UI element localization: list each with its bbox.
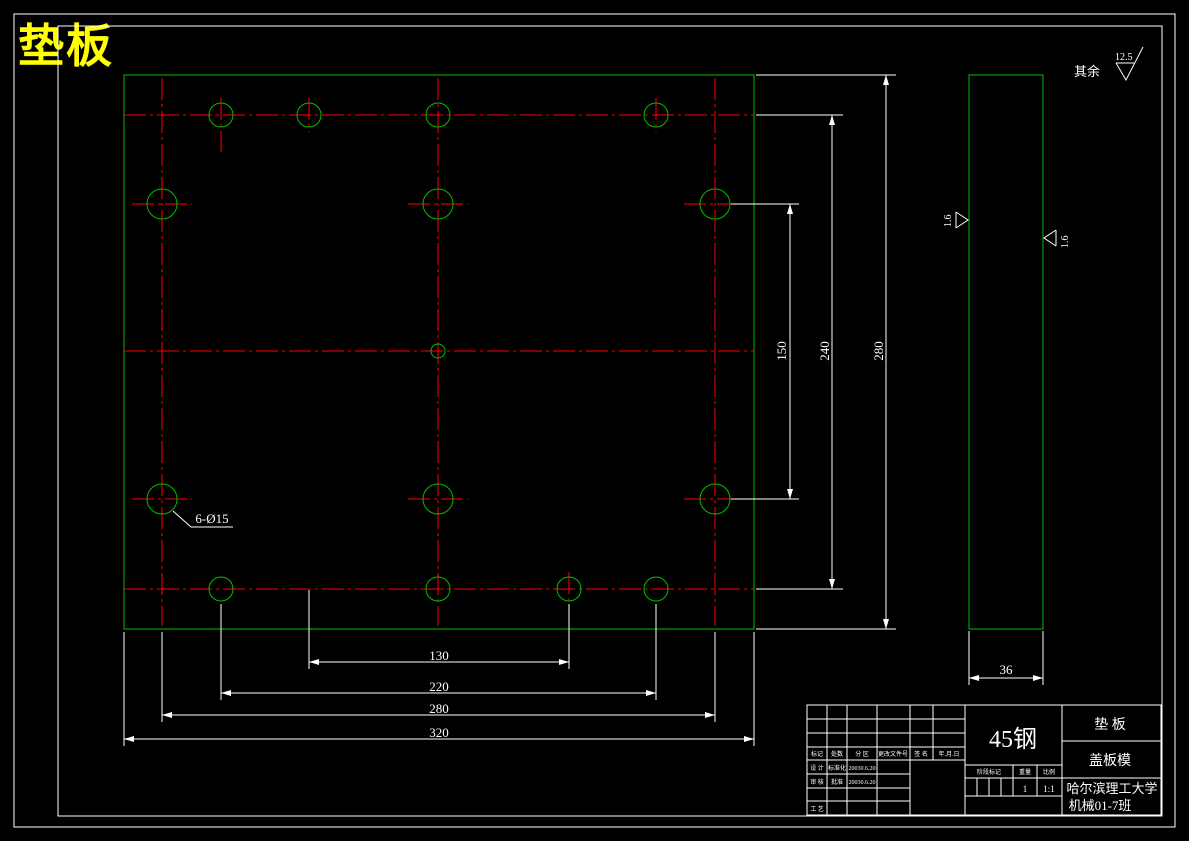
hole xyxy=(699,483,731,515)
part-name: 垫 板 xyxy=(1094,717,1126,733)
dimension-lines xyxy=(123,74,1044,746)
dim-280-v: 280 xyxy=(871,341,886,361)
hole xyxy=(699,188,731,220)
outer-frame xyxy=(13,13,1176,828)
hole xyxy=(643,576,669,602)
plate-outline xyxy=(123,74,755,630)
hole xyxy=(208,102,234,128)
quantity: 1 xyxy=(1023,784,1028,794)
hole xyxy=(208,576,234,602)
inner-frame xyxy=(57,25,1163,817)
hole-callout: 6-Ø15 xyxy=(195,511,228,526)
design-extra: 标准化 xyxy=(828,764,846,772)
drawing-title: 垫板 xyxy=(18,19,114,73)
surface-left-value: 1.6 xyxy=(943,215,954,228)
row-label: 审 核 xyxy=(810,778,824,786)
centerlines xyxy=(124,78,754,626)
holes xyxy=(146,102,731,602)
surface-other-label: 其余 xyxy=(1074,64,1100,79)
hole xyxy=(296,102,322,128)
dim-320: 320 xyxy=(429,725,449,740)
hole xyxy=(146,483,178,515)
scale: 1:1 xyxy=(1043,784,1055,794)
weight-label: 重量 xyxy=(1019,768,1031,776)
design-extra: 20030.6.20 xyxy=(849,766,876,772)
dim-130: 130 xyxy=(429,648,449,663)
dim-36: 36 xyxy=(1000,662,1014,677)
dim-240: 240 xyxy=(817,341,832,361)
col-label: 更改文件号 xyxy=(878,750,908,758)
school-name: 哈尔滨理工大学 xyxy=(1066,781,1157,796)
col-label: 签 名 xyxy=(914,750,928,758)
hole-center xyxy=(430,343,446,359)
material: 45钢 xyxy=(989,726,1037,753)
col-label: 分 区 xyxy=(855,750,869,758)
class-name: 机械01-7班 xyxy=(1069,798,1132,813)
row-label: 设 计 xyxy=(810,764,824,772)
surface-other-value: 12.5 xyxy=(1115,52,1133,63)
scale-label: 比例 xyxy=(1043,768,1055,776)
assembly-name: 盖板模 xyxy=(1089,753,1131,769)
hole xyxy=(556,576,582,602)
hole xyxy=(425,102,451,128)
side-view-outline xyxy=(968,74,1044,630)
dim-150: 150 xyxy=(774,341,789,361)
row-label: 标记 xyxy=(811,750,823,758)
col-label: 年.月.日 xyxy=(938,750,959,758)
review-extra: 批准 xyxy=(831,778,843,786)
row-label: 工 艺 xyxy=(810,805,824,813)
col-label: 处数 xyxy=(831,750,843,758)
review-extra: 20030.6.20 xyxy=(849,780,876,786)
hole xyxy=(422,483,454,515)
surface-right-value: 1.6 xyxy=(1060,236,1071,249)
hole xyxy=(146,188,178,220)
title-block xyxy=(806,704,1162,816)
stage-label: 阶段标记 xyxy=(977,768,1001,776)
dim-280-h: 280 xyxy=(429,701,449,716)
surface-finish-symbols xyxy=(955,46,1144,247)
arrowheads xyxy=(124,75,1043,742)
title-block-small-text: 标记 设 计 审 核 工 艺 处数 分 区 更改文件号 签 名 年.月.日 标准… xyxy=(810,750,959,813)
hole xyxy=(643,102,669,128)
hole xyxy=(422,188,454,220)
dim-220: 220 xyxy=(429,679,449,694)
hole xyxy=(425,576,451,602)
